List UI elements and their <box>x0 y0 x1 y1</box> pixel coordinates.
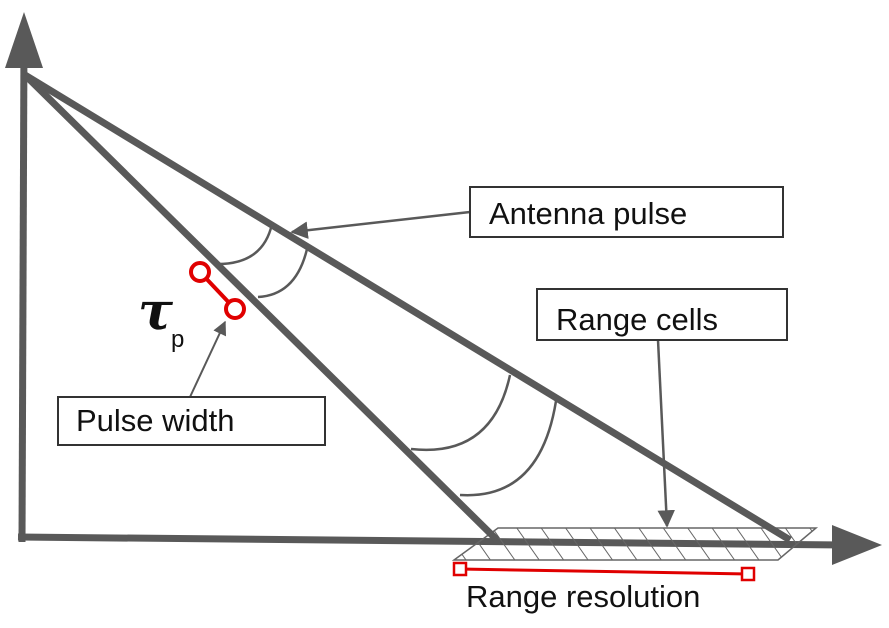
range-cells-pointer <box>656 339 675 528</box>
pulse-arc-far-1 <box>410 374 512 452</box>
beam-outer-edge <box>23 72 792 543</box>
range-resolution-end-marker <box>740 566 756 582</box>
antenna-pulse-label: Antenna pulse <box>489 196 687 231</box>
tau-subscript: p <box>171 326 184 353</box>
range-resolution-label: Range resolution <box>466 579 700 614</box>
range-cells-strip <box>451 527 819 561</box>
pulse-width-marker-end <box>224 298 246 320</box>
pulse-arc-far-2 <box>459 400 558 497</box>
antenna-pulse-pointer <box>290 210 471 239</box>
pulse-arc-near-2 <box>257 248 309 299</box>
antenna-pulse-box <box>469 186 784 238</box>
range-resolution-start-marker <box>452 561 468 577</box>
pulse-width-marker-start <box>189 261 211 283</box>
y-axis <box>18 39 28 543</box>
y-axis-arrowhead <box>5 12 43 68</box>
range-cells-box <box>536 288 788 341</box>
pulse-arc-near-1 <box>217 223 274 266</box>
x-axis-arrowhead <box>832 525 882 565</box>
range-cells-label: Range cells <box>556 302 718 337</box>
pulse-width-pointer <box>189 320 227 398</box>
tau-symbol: τ <box>138 281 174 342</box>
range-resolution-line <box>459 567 749 576</box>
beam-inner-edge <box>22 72 500 543</box>
pulse-width-box <box>57 396 326 446</box>
pulse-width-label: Pulse width <box>76 403 235 438</box>
